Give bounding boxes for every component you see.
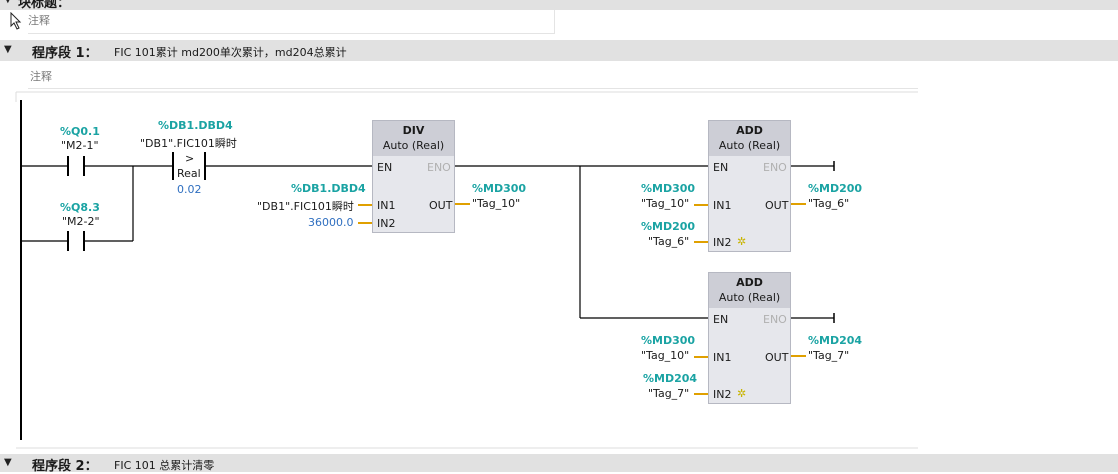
add-2-in2-pin: IN2: [713, 388, 732, 401]
div-out-address[interactable]: %MD300: [472, 182, 527, 195]
add-1-out-pin: OUT: [765, 199, 789, 212]
segment-2-comment: FIC 101 总累计清零: [114, 459, 215, 472]
cursor-icon: [10, 12, 22, 30]
add-box-2-type[interactable]: Auto (Real): [718, 291, 781, 304]
div-box-header: DIV Auto (Real): [373, 121, 454, 156]
add-1-in1-address[interactable]: %MD300: [641, 182, 696, 195]
add-2-out-pin: OUT: [765, 351, 789, 364]
add-box-1-header: ADD Auto (Real): [709, 121, 790, 156]
compare-type[interactable]: Real: [177, 167, 201, 180]
segment-1-comment-box[interactable]: 注释: [28, 66, 918, 89]
div-in1-pin: IN1: [377, 199, 396, 212]
compare-address[interactable]: %DB1.DBD4: [158, 119, 233, 132]
add-box-1-type[interactable]: Auto (Real): [718, 139, 781, 152]
add-1-in2-address[interactable]: %MD200: [641, 220, 696, 233]
star-icon[interactable]: ✲: [737, 387, 747, 400]
collapse-chevron-icon[interactable]: ▼: [4, 44, 12, 55]
block-title-label: 块标题：: [18, 0, 71, 10]
add-1-in1-pin: IN1: [713, 199, 732, 212]
add-2-in1-pin: IN1: [713, 351, 732, 364]
add-2-out-tag[interactable]: "Tag_7": [808, 349, 850, 362]
div-in1-address[interactable]: %DB1.DBD4: [291, 182, 366, 195]
div-box[interactable]: DIV Auto (Real) EN ENO IN1 OUT IN2: [372, 120, 455, 233]
div-out-tag[interactable]: "Tag_10": [472, 197, 521, 210]
add-1-en-pin: EN: [713, 161, 729, 174]
div-en-pin: EN: [377, 161, 393, 174]
add-1-in1-tag[interactable]: "Tag_10": [641, 197, 690, 210]
add-2-in2-tag[interactable]: "Tag_7": [648, 387, 690, 400]
add-1-out-tag[interactable]: "Tag_6": [808, 197, 850, 210]
contact-2-address[interactable]: %Q8.3: [60, 201, 100, 214]
add-box-2-name: ADD: [736, 276, 763, 289]
div-in1-tag[interactable]: "DB1".FIC101瞬时: [257, 200, 354, 213]
add-2-out-address[interactable]: %MD204: [808, 334, 863, 347]
block-title-bar[interactable]: ▼ 块标题：: [0, 0, 1118, 10]
segment-2-title: 程序段 2：: [32, 459, 98, 474]
div-box-type[interactable]: Auto (Real): [382, 139, 445, 152]
div-eno-pin: ENO: [427, 161, 451, 174]
contact-1[interactable]: [64, 154, 88, 178]
contact-2[interactable]: [64, 229, 88, 253]
div-box-name: DIV: [402, 124, 425, 137]
compare-tag[interactable]: "DB1".FIC101瞬时: [140, 137, 237, 150]
segment-1-header[interactable]: ▼ 程序段 1： FIC 101累计 md200单次累计，md204总累计: [0, 40, 1118, 61]
segment-1-title: 程序段 1：: [32, 46, 98, 61]
compare-value[interactable]: 0.02: [177, 183, 202, 196]
add-2-in1-address[interactable]: %MD300: [641, 334, 696, 347]
add-box-2[interactable]: ADD Auto (Real) EN ENO IN1 OUT IN2 ✲: [708, 272, 791, 404]
contact-2-tag[interactable]: "M2-2": [62, 215, 100, 228]
segment-1-comment-placeholder: 注释: [30, 70, 52, 83]
collapse-chevron-icon[interactable]: ▼: [4, 0, 12, 5]
segment-2-header[interactable]: ▼ 程序段 2： FIC 101 总累计清零: [0, 454, 1118, 474]
div-in2-pin: IN2: [377, 217, 396, 230]
star-icon[interactable]: ✲: [737, 235, 747, 248]
add-box-1[interactable]: ADD Auto (Real) EN ENO IN1 OUT IN2 ✲: [708, 120, 791, 252]
add-1-out-address[interactable]: %MD200: [808, 182, 863, 195]
compare-operator: >: [185, 152, 195, 165]
add-box-1-name: ADD: [736, 124, 763, 137]
add-2-in1-tag[interactable]: "Tag_10": [641, 349, 690, 362]
div-out-pin: OUT: [429, 199, 453, 212]
collapse-chevron-icon[interactable]: ▼: [4, 457, 12, 468]
add-1-in2-tag[interactable]: "Tag_6": [648, 235, 690, 248]
block-comment: 注释: [28, 14, 50, 27]
add-1-eno-pin: ENO: [763, 161, 787, 174]
add-box-2-header: ADD Auto (Real): [709, 273, 790, 308]
block-comment-box[interactable]: 注释: [28, 10, 555, 34]
add-2-in2-address[interactable]: %MD204: [643, 372, 698, 385]
contact-1-address[interactable]: %Q0.1: [60, 125, 100, 138]
add-2-en-pin: EN: [713, 313, 729, 326]
div-in2-value[interactable]: 36000.0: [308, 216, 354, 229]
contact-1-tag[interactable]: "M2-1": [61, 139, 99, 152]
segment-1-comment: FIC 101累计 md200单次累计，md204总累计: [114, 46, 347, 59]
add-1-in2-pin: IN2: [713, 236, 732, 249]
add-2-eno-pin: ENO: [763, 313, 787, 326]
